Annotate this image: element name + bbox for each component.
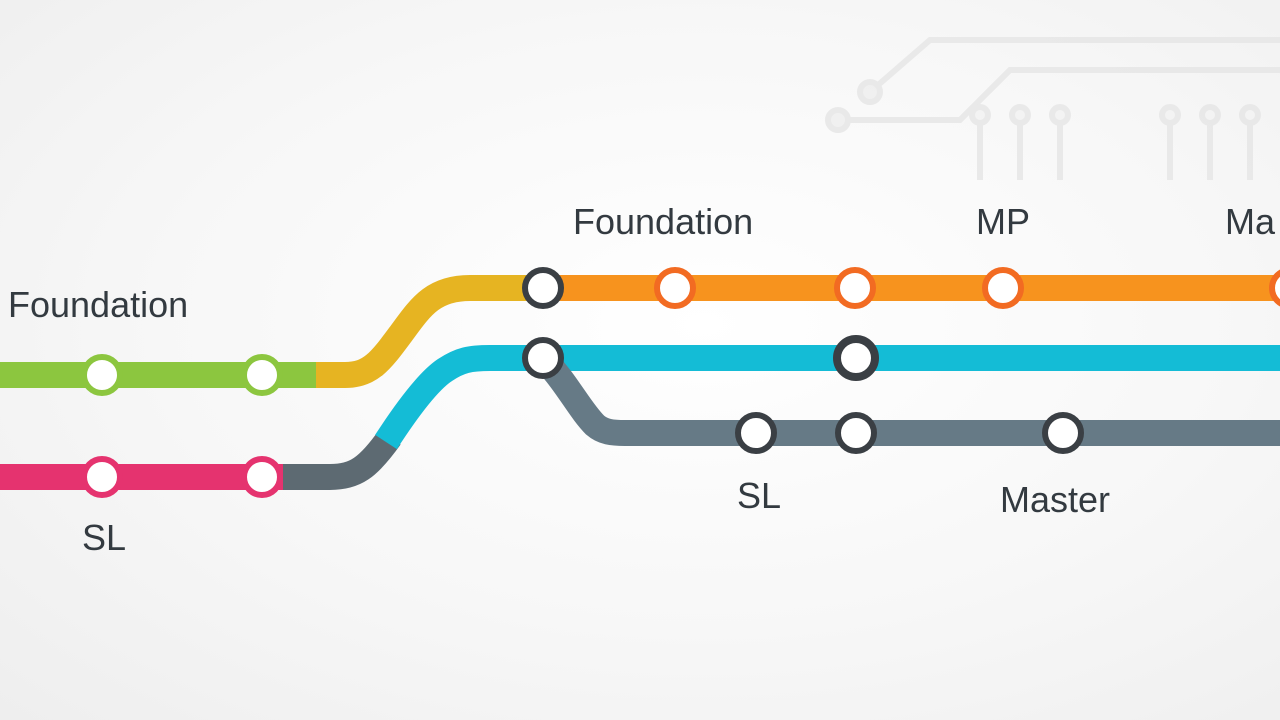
label-foundation-left: Foundation <box>8 284 188 325</box>
station-pink-1[interactable] <box>81 456 123 498</box>
label-master: Master <box>1000 479 1110 520</box>
station-cyan-1[interactable] <box>833 335 879 381</box>
metro-lines <box>0 275 1280 490</box>
label-master-right-cut: Ma <box>1225 201 1276 242</box>
station-orange-edge[interactable] <box>1269 269 1280 307</box>
station-pink-2[interactable] <box>241 456 283 498</box>
station-slate-1[interactable] <box>735 412 777 454</box>
station-orange-2[interactable] <box>834 267 876 309</box>
slate-branch-line <box>535 351 1280 446</box>
dark-slate-line <box>283 429 401 490</box>
cyan-line <box>375 345 1280 450</box>
station-interchange-cyan[interactable] <box>522 337 564 379</box>
station-labels: Foundation Foundation MP Ma SL SL Master <box>8 201 1276 558</box>
station-green-1[interactable] <box>81 354 123 396</box>
stations <box>81 267 1280 498</box>
station-slate-2[interactable] <box>835 412 877 454</box>
station-green-2[interactable] <box>241 354 283 396</box>
label-mp: MP <box>976 201 1030 242</box>
station-interchange-orange[interactable] <box>522 267 564 309</box>
station-slate-3[interactable] <box>1042 412 1084 454</box>
station-orange-1[interactable] <box>654 267 696 309</box>
station-orange-3[interactable] <box>982 267 1024 309</box>
label-sl-mid: SL <box>737 475 781 516</box>
label-foundation-top: Foundation <box>573 201 753 242</box>
yellow-line <box>316 275 545 388</box>
circuit-decoration <box>825 37 1280 180</box>
label-sl-left: SL <box>82 517 126 558</box>
